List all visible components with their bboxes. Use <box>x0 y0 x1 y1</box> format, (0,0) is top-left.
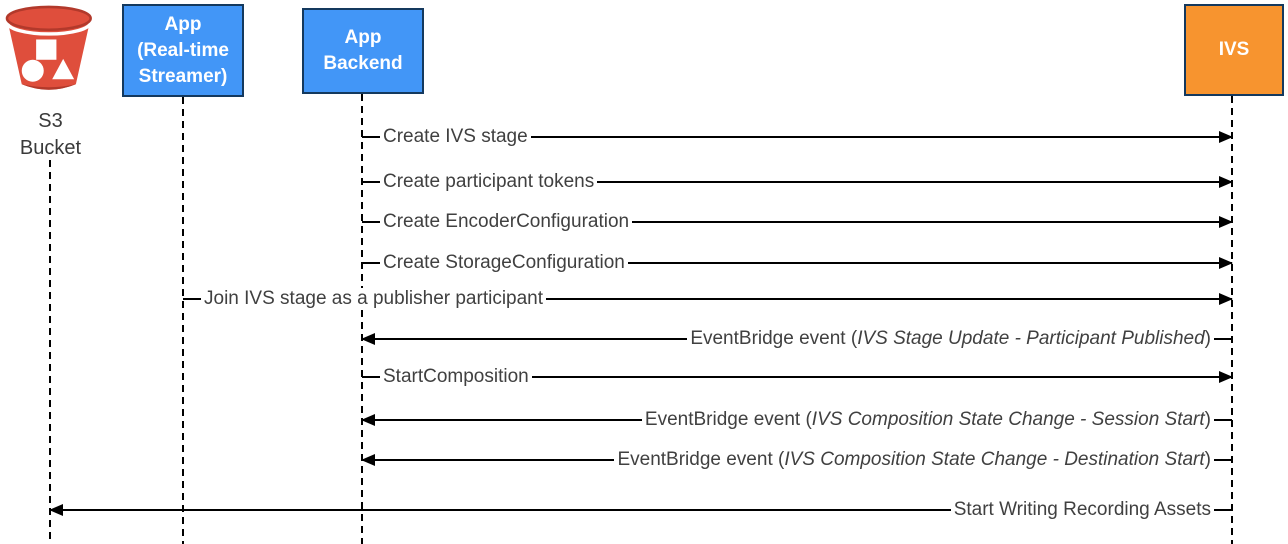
arrow-line <box>362 181 1232 183</box>
actor-app-label-line2: (Real-time <box>137 39 229 61</box>
arrowhead-left-icon <box>49 504 63 516</box>
s3-bucket-caption: S3 Bucket <box>2 108 99 162</box>
message-text: EventBridge event ( <box>617 449 785 470</box>
message-text: Create participant tokens <box>383 171 595 192</box>
message-text: Create EncoderConfiguration <box>383 211 630 232</box>
arrowhead-right-icon <box>1219 371 1233 383</box>
message-text: Join IVS stage as a publisher participan… <box>204 288 544 309</box>
actor-app-label-line1: App <box>164 13 202 35</box>
message-label: StartComposition <box>380 366 532 388</box>
arrow-line <box>362 221 1232 223</box>
actor-s3-bucket: S3 Bucket <box>2 3 99 162</box>
message-create-participant-tokens: Create participant tokens <box>362 171 1233 193</box>
arrow-line <box>183 298 1232 300</box>
message-text: ) <box>1204 409 1211 430</box>
message-eventbridge-destination-start: EventBridge event (IVS Composition State… <box>361 449 1232 471</box>
lifeline-s3 <box>49 160 51 544</box>
message-text: Create StorageConfiguration <box>383 252 625 273</box>
arrow-line <box>362 136 1232 138</box>
arrowhead-left-icon <box>361 333 375 345</box>
arrowhead-right-icon <box>1219 257 1233 269</box>
message-join-ivs-stage: Join IVS stage as a publisher participan… <box>183 288 1233 310</box>
message-label: Join IVS stage as a publisher participan… <box>201 288 547 310</box>
message-label: EventBridge event (IVS Composition State… <box>641 409 1214 431</box>
actor-app-backend: App Backend <box>302 8 424 94</box>
message-create-storage-configuration: Create StorageConfiguration <box>362 252 1233 274</box>
arrowhead-right-icon <box>1219 293 1233 305</box>
actor-backend-label-line2: Backend <box>323 53 403 74</box>
actor-app-realtime-streamer: App (Real-time Streamer) <box>122 4 244 97</box>
message-eventbridge-participant-published: EventBridge event (IVS Stage Update - Pa… <box>361 328 1232 350</box>
message-label: Create StorageConfiguration <box>380 252 628 274</box>
message-text: EventBridge event ( <box>690 328 858 349</box>
message-label: Create EncoderConfiguration <box>380 211 633 233</box>
message-text-italic: IVS Stage Update - Participant Published <box>857 328 1205 349</box>
arrowhead-left-icon <box>361 454 375 466</box>
message-label: EventBridge event (IVS Stage Update - Pa… <box>687 328 1214 350</box>
arrowhead-left-icon <box>361 414 375 426</box>
message-label: EventBridge event (IVS Composition State… <box>614 449 1214 471</box>
message-text: StartComposition <box>383 366 529 387</box>
s3-caption-line2: Bucket <box>19 137 82 159</box>
message-text: ) <box>1204 328 1211 349</box>
message-label: Create participant tokens <box>380 171 598 193</box>
arrowhead-right-icon <box>1219 176 1233 188</box>
message-text: Start Writing Recording Assets <box>953 499 1211 520</box>
message-text-italic: IVS Composition State Change - Destinati… <box>784 449 1205 470</box>
message-text-italic: IVS Composition State Change - Session S… <box>811 409 1205 430</box>
actor-ivs-label: IVS <box>1218 39 1250 60</box>
message-eventbridge-session-start: EventBridge event (IVS Composition State… <box>361 409 1232 431</box>
s3-caption-line1: S3 <box>38 110 63 132</box>
message-text: ) <box>1204 449 1211 470</box>
arrow-line <box>362 376 1232 378</box>
message-text: EventBridge event ( <box>644 409 812 430</box>
arrow-line <box>362 262 1232 264</box>
message-create-encoder-configuration: Create EncoderConfiguration <box>362 211 1233 233</box>
lifeline-app <box>182 97 184 544</box>
actor-backend-label-line1: App <box>344 27 382 48</box>
message-label: Start Writing Recording Assets <box>950 499 1214 521</box>
arrowhead-right-icon <box>1219 131 1233 143</box>
message-start-composition: StartComposition <box>362 366 1233 388</box>
arrow-line <box>50 509 1232 511</box>
arrowhead-right-icon <box>1219 216 1233 228</box>
lifeline-app-backend <box>361 94 363 544</box>
lifeline-ivs <box>1231 96 1233 544</box>
message-label: Create IVS stage <box>380 126 531 148</box>
message-create-ivs-stage: Create IVS stage <box>362 126 1233 148</box>
actor-ivs: IVS <box>1184 4 1284 96</box>
message-text: Create IVS stage <box>383 126 528 147</box>
s3-bucket-icon <box>5 5 92 90</box>
actor-app-label-line3: Streamer) <box>138 65 228 87</box>
message-start-writing-recording-assets: Start Writing Recording Assets <box>49 499 1232 521</box>
